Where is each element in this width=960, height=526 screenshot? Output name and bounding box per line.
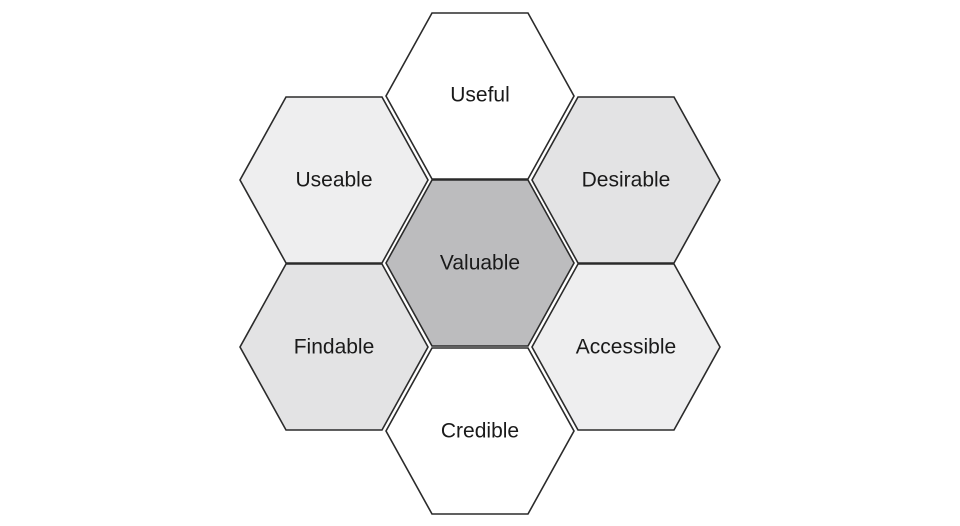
hex-useful-label: Useful (450, 84, 510, 107)
hex-cell-useful: Useful (385, 12, 575, 180)
hex-cell-accessible: Accessible (531, 263, 721, 431)
hex-cell-useable: Useable (239, 96, 429, 264)
hex-useable-shape (239, 96, 429, 264)
hex-credible-label: Credible (441, 420, 519, 443)
hex-valuable-shape (385, 179, 575, 347)
hex-cell-valuable: Valuable (385, 179, 575, 347)
hex-cell-findable: Findable (239, 263, 429, 431)
hex-desirable-shape (531, 96, 721, 264)
hex-desirable-label: Desirable (582, 169, 671, 192)
hex-findable-shape (239, 263, 429, 431)
hex-credible-shape (385, 347, 575, 515)
hex-accessible-shape (531, 263, 721, 431)
hex-cell-desirable: Desirable (531, 96, 721, 264)
hex-findable-label: Findable (294, 336, 375, 359)
hex-valuable-label: Valuable (440, 252, 520, 275)
hex-accessible-label: Accessible (576, 336, 676, 359)
hex-useful-shape (385, 12, 575, 180)
hex-cell-credible: Credible (385, 347, 575, 515)
hex-useable-label: Useable (295, 169, 372, 192)
